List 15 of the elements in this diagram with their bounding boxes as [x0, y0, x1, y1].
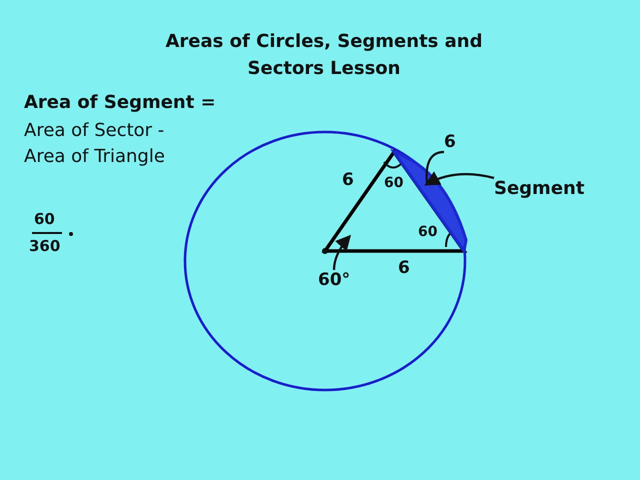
fraction-denominator: 360 [29, 237, 60, 255]
formula-heading: Area of Segment = [24, 92, 216, 113]
segment-label: Segment [494, 178, 584, 199]
formula-text: Area of Sector - Area of Triangle [24, 119, 166, 169]
angle-label: 60° [318, 270, 350, 290]
title: Areas of Circles, Segments and Sectors Lesson [164, 30, 484, 81]
side-length: 6 [398, 258, 410, 278]
side-length: 6 [342, 170, 354, 190]
leader-line [426, 150, 444, 184]
arrow [424, 172, 494, 186]
arrow [332, 234, 351, 270]
fraction-numerator: 60 [34, 210, 55, 228]
angle-label: 60 [384, 175, 404, 191]
side-length: 6 [444, 132, 456, 152]
angle-label: 60 [418, 224, 438, 240]
